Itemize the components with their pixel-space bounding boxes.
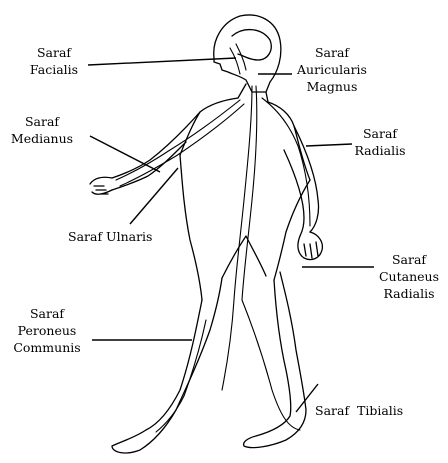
leader-radialis [306,144,352,146]
torso-outline [180,98,310,180]
label-line: Cutaneus [372,268,446,285]
label-line: Saraf Tibialis [315,402,403,419]
front-hand-outline [90,177,112,194]
label-saraf-peroneus-communis: Saraf Peroneus Communis [6,305,88,356]
leader-medianus [90,136,160,172]
label-line: Saraf Ulnaris [68,228,152,245]
label-line: Saraf [372,251,446,268]
label-line: Radialis [352,142,408,159]
brain-detail [232,30,271,60]
label-saraf-medianus: Saraf Medianus [10,113,74,147]
label-line: Saraf [352,125,408,142]
label-line: Magnus [290,78,374,95]
label-line: Communis [6,339,88,356]
hip-outline [180,155,310,300]
label-line: Peroneus [6,322,88,339]
label-saraf-auricularis-magnus: Saraf Auricularis Magnus [290,44,374,95]
label-line: Radialis [372,285,446,302]
front-arm-outline [112,112,200,190]
head-outline [214,15,281,92]
label-line: Saraf [6,305,88,322]
label-saraf-ulnaris: Saraf Ulnaris [68,228,152,245]
back-leg-outline [244,272,306,448]
leader-ulnaris [130,168,178,224]
label-line: Auricularis [290,61,374,78]
front-leg-outline [112,278,222,453]
label-line: Facialis [24,61,84,78]
label-saraf-facialis: Saraf Facialis [24,44,84,78]
label-line: Medianus [10,130,74,147]
label-line: Saraf [24,44,84,61]
label-saraf-cutaneus-radialis: Saraf Cutaneus Radialis [372,251,446,302]
back-arm-outline [284,126,319,236]
back-hand-outline [298,232,322,260]
label-line: Saraf [290,44,374,61]
label-saraf-radialis: Saraf Radialis [352,125,408,159]
label-line: Saraf [10,113,74,130]
label-saraf-tibialis: Saraf Tibialis [315,368,403,436]
face-nerve-path-2 [230,48,240,74]
